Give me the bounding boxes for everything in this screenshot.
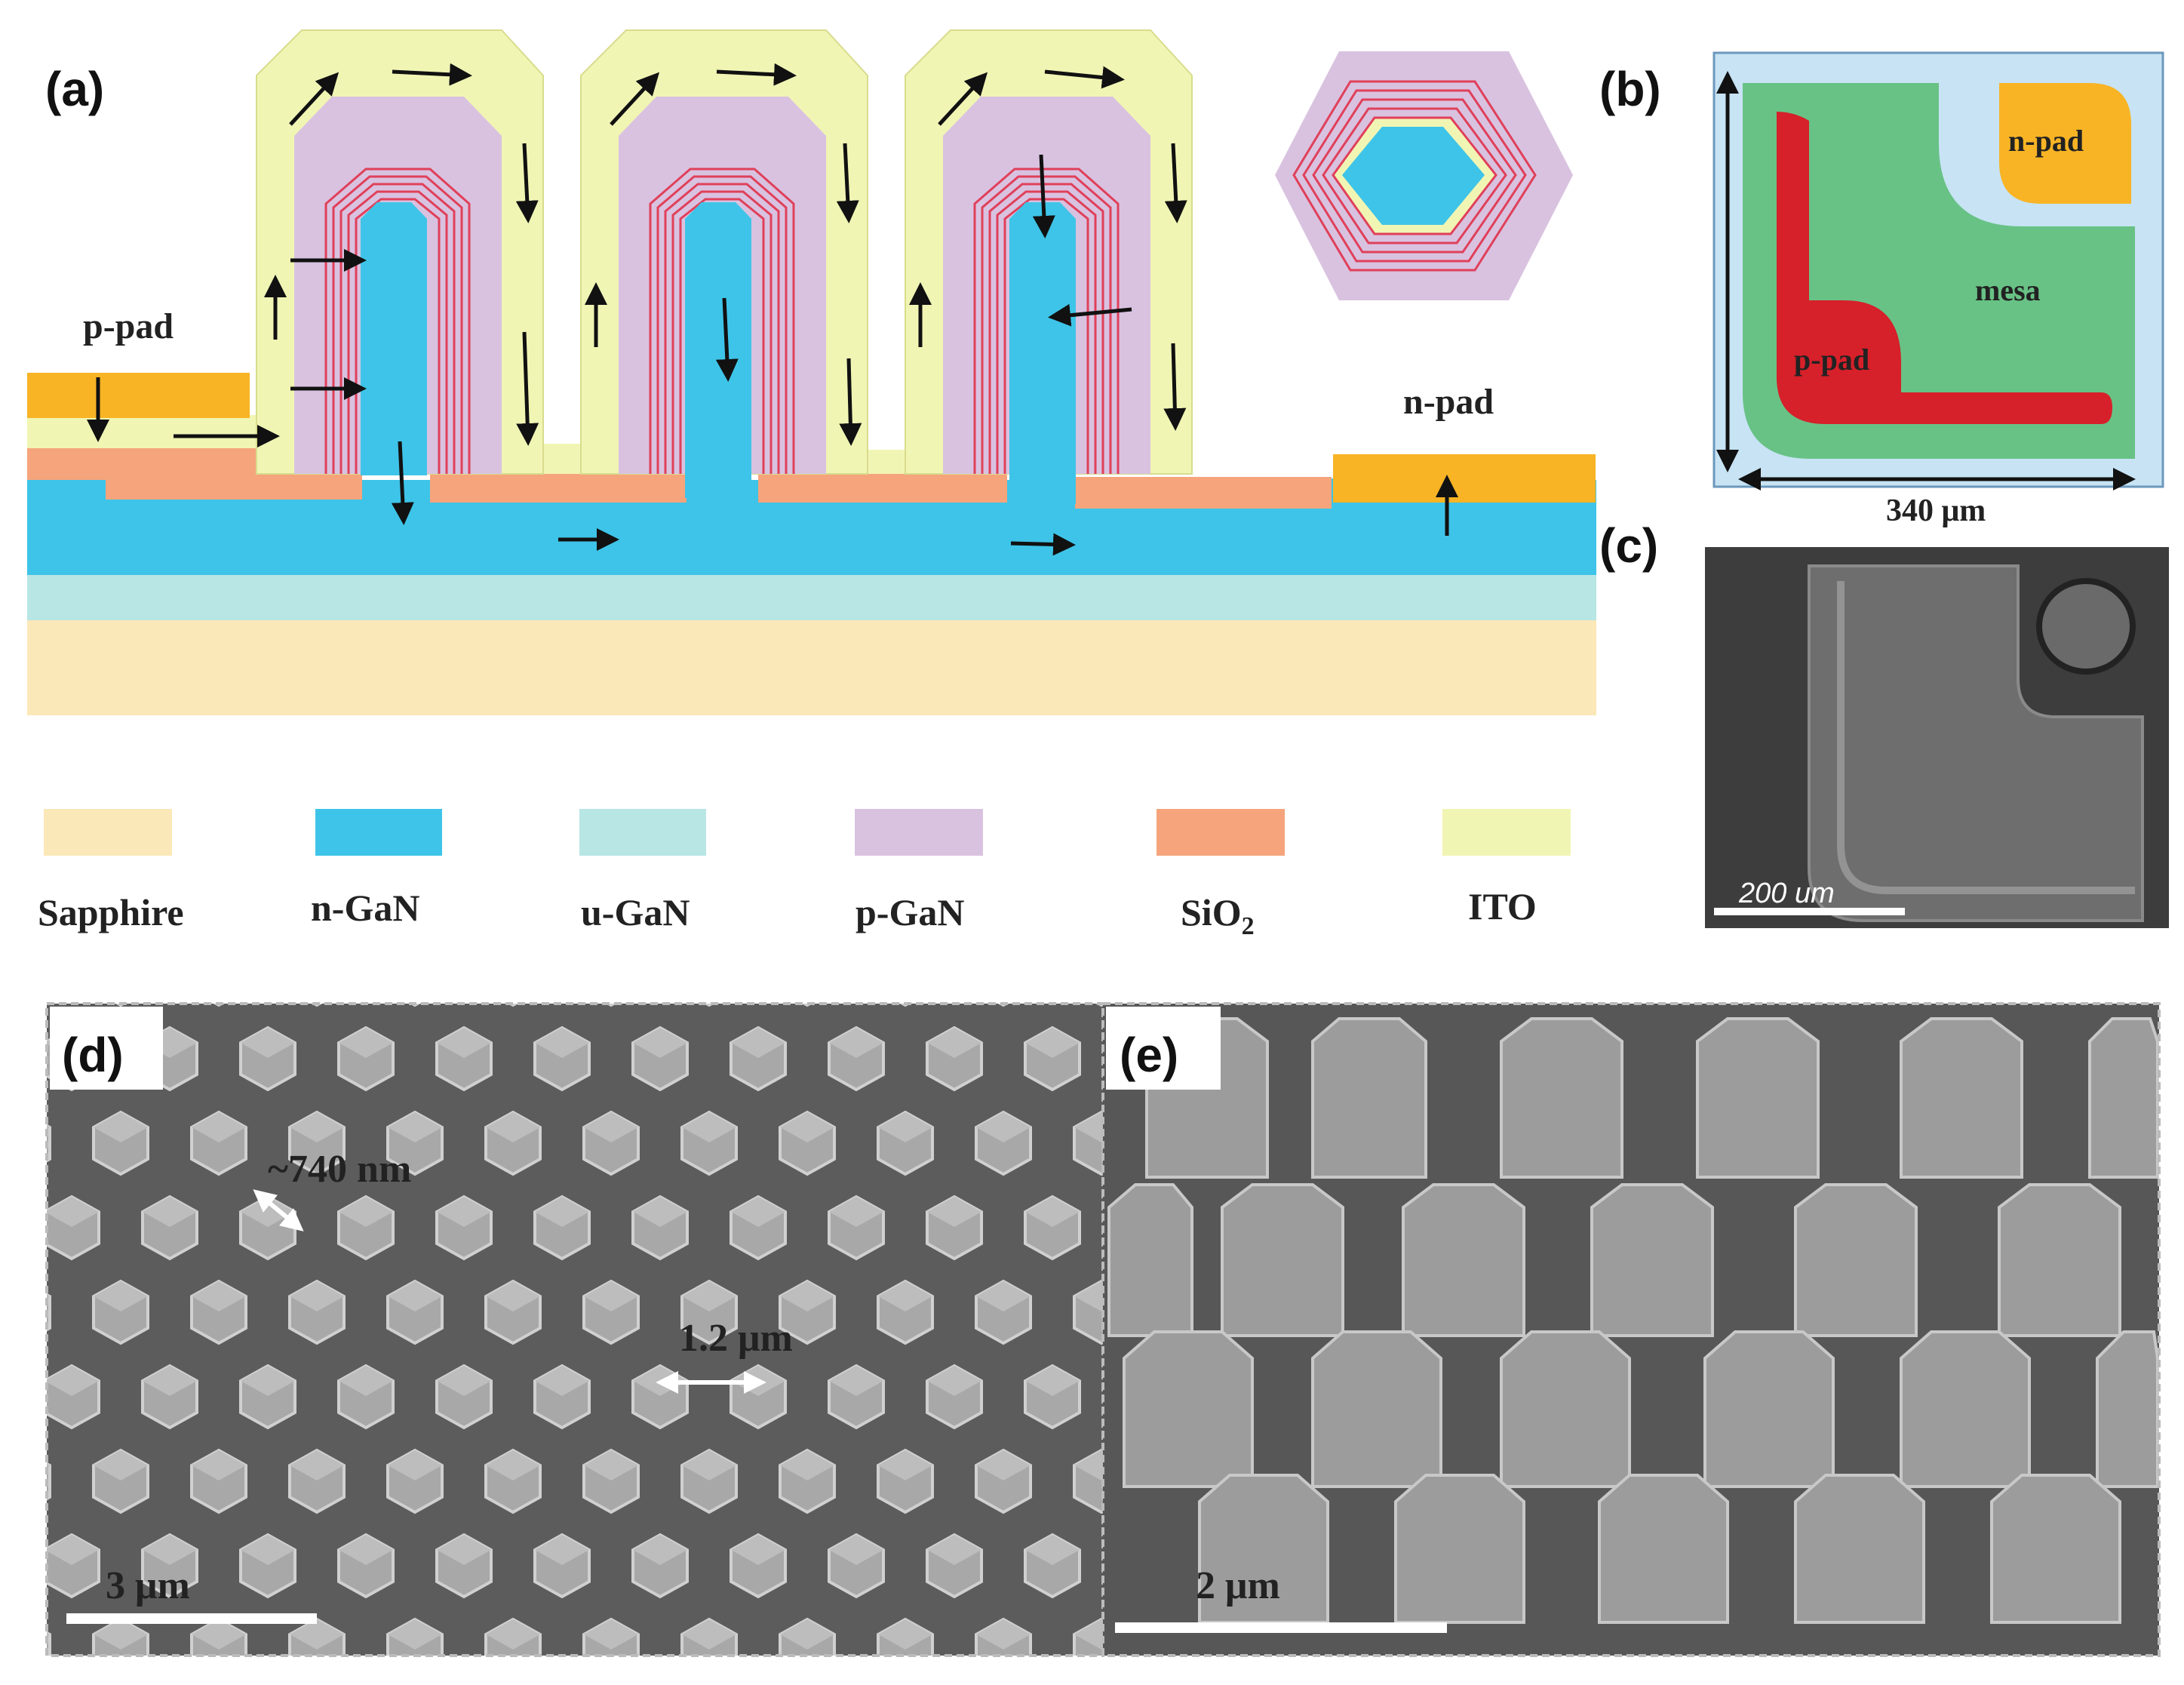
scale-bar-d bbox=[66, 1613, 317, 1624]
sapphire-layer bbox=[27, 619, 1596, 715]
tilted-pillars bbox=[1107, 1017, 2159, 1624]
panel-e: (e) 2 μm bbox=[1101, 1002, 2161, 1657]
scale-label-c: 200 um bbox=[1738, 878, 1835, 909]
ito-connector bbox=[543, 444, 581, 474]
ugan-layer bbox=[27, 573, 1596, 620]
panel-e-label-bg bbox=[1106, 1007, 1221, 1090]
panel-c: (c) 200 um bbox=[1599, 518, 2169, 928]
p-pad-b bbox=[1777, 112, 2112, 424]
legend-swatch-ngan bbox=[315, 809, 442, 856]
mesa-label: mesa bbox=[1975, 273, 2041, 307]
p-pad-block bbox=[27, 373, 250, 418]
ito-base bbox=[27, 415, 284, 448]
diameter-label: ~740 nm bbox=[268, 1148, 411, 1191]
nanowire-pillar-1 bbox=[256, 29, 544, 475]
legend-label-ugan: u-GaN bbox=[581, 891, 690, 933]
legend-label-sio2-sub: 2 bbox=[1242, 912, 1255, 940]
diameter-arrow bbox=[253, 1189, 304, 1231]
legend-swatch-ugan bbox=[579, 809, 706, 856]
n-pad-block bbox=[1333, 454, 1596, 503]
legend-label-sio2: SiO2 bbox=[1181, 891, 1255, 940]
sem-n-pad bbox=[2036, 578, 2136, 675]
legend-label-pgan: p-GaN bbox=[855, 891, 964, 933]
sio2-strip bbox=[1075, 477, 1332, 509]
pitch-label: 1.2 μm bbox=[679, 1317, 793, 1360]
panel-d-label-bg bbox=[50, 1007, 163, 1090]
n-pad-b-label: n-pad bbox=[2008, 124, 2084, 158]
panel-b-label: (b) bbox=[1599, 62, 1661, 116]
sem-p-contact bbox=[1837, 581, 2135, 894]
p-pad-b-label: p-pad bbox=[1794, 343, 1869, 377]
scale-bar-e bbox=[1115, 1622, 1447, 1633]
panel-a-label: (a) bbox=[45, 62, 104, 116]
panel-e-label: (e) bbox=[1120, 1028, 1178, 1082]
legend-label-sapphire: Sapphire bbox=[38, 891, 184, 933]
sio2-strip bbox=[430, 471, 687, 503]
legend-label-ito: ITO bbox=[1468, 885, 1537, 927]
n-pad-label: n-pad bbox=[1403, 382, 1494, 422]
nanowire-pillar-3 bbox=[905, 29, 1193, 504]
legend-label-ngan: n-GaN bbox=[311, 887, 419, 929]
n-pad-b bbox=[1999, 83, 2131, 204]
legend: Sapphire n-GaN u-GaN p-GaN SiO2 ITO bbox=[38, 809, 1571, 940]
p-pad-label: p-pad bbox=[83, 306, 174, 346]
panel-d: (d) ~740 nm 1.2 μm 3 μm bbox=[45, 1002, 1104, 1657]
pillar-row-4 bbox=[1198, 1474, 2121, 1624]
scale-label-d: 3 μm bbox=[106, 1564, 190, 1607]
sem-chip-body bbox=[1808, 564, 2144, 922]
nanowire-pillar-2 bbox=[580, 29, 868, 498]
panel-c-label: (c) bbox=[1599, 518, 1658, 573]
legend-swatch-sio2 bbox=[1157, 809, 1285, 856]
legend-swatch-sapphire bbox=[44, 809, 172, 856]
scale-label-e: 2 μm bbox=[1196, 1564, 1280, 1607]
dimension-label: 340 μm bbox=[1886, 494, 1986, 528]
panel-e-border bbox=[1101, 1002, 2161, 1657]
legend-swatch-ito bbox=[1442, 809, 1571, 856]
panel-d-label: (d) bbox=[62, 1028, 124, 1082]
sem-array-pattern bbox=[47, 1004, 1103, 1656]
ito-connector bbox=[868, 450, 905, 474]
panel-a: (a) p-pad n-pad bbox=[27, 29, 1596, 940]
sio2-strip bbox=[758, 471, 1007, 503]
panel-b: (b) n-pad mesa p-pad 340 μm bbox=[1599, 51, 2164, 528]
legend-swatch-pgan bbox=[855, 809, 983, 856]
current-arrows bbox=[87, 63, 1458, 556]
hexagon-inset bbox=[1275, 51, 1573, 300]
legend-label-sio2-main: SiO bbox=[1181, 891, 1242, 933]
